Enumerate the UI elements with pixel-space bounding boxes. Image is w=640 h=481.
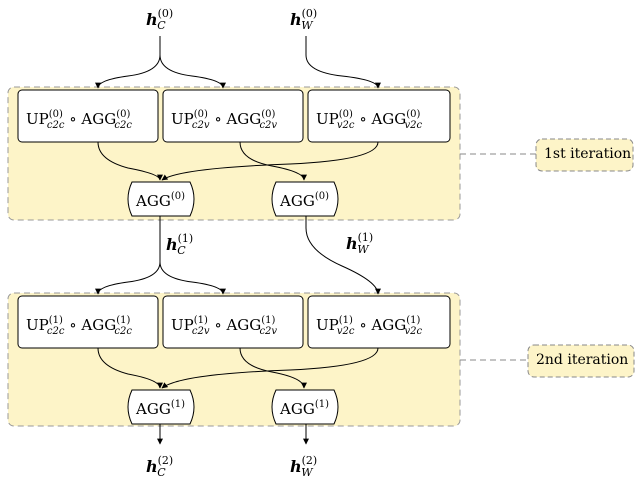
agg-node-2-c	[127, 389, 195, 425]
op-box-2-c2c	[17, 295, 159, 349]
op-box-1-v2c	[307, 89, 451, 143]
input-hw0: h(0)W	[290, 7, 318, 32]
edge-1-v2c-aggc	[161, 141, 379, 181]
iteration-1-label-box	[535, 138, 634, 172]
agg-node-1-c	[127, 181, 195, 217]
agg-2-w-label: AGG(1)	[280, 399, 329, 418]
edge-hw0-v2c	[305, 36, 381, 89]
edge-hc1-c2v	[159, 216, 226, 295]
edge-hc0-c2v	[159, 36, 226, 89]
agg-1-c-label: AGG(0)	[136, 191, 185, 210]
agg-node-1-w	[271, 181, 339, 217]
edge-1-c2c-aggc	[97, 141, 163, 181]
op-2-c2v-label: UP(1)c2v ∘ AGG(1)c2v	[171, 315, 278, 337]
edge-hc1-c2c	[95, 216, 161, 295]
output-hw2: h(2)W	[290, 454, 318, 479]
op-2-v2c-label: UP(1)v2c ∘ AGG(1)v2c	[316, 315, 423, 337]
output-hc1: h(1)C	[166, 232, 194, 257]
iteration-1-label: 1st iteration	[544, 146, 632, 162]
edge-2-c2v-aggw	[239, 347, 307, 389]
op-box-2-c2v	[162, 295, 304, 349]
op-1-v2c-label: UP(0)v2c ∘ AGG(0)v2c	[316, 109, 423, 131]
input-hc0: h(0)C	[146, 7, 174, 32]
edge-2-c2c-aggc	[97, 347, 163, 389]
op-1-c2v-label: UP(0)c2v ∘ AGG(0)c2v	[171, 109, 278, 131]
iteration-2-label: 2nd iteration	[536, 352, 629, 368]
edge-1-c2v-aggw	[239, 141, 307, 181]
op-2-c2c-label: UP(1)c2c ∘ AGG(1)c2c	[26, 315, 132, 337]
edge-hw1-v2c	[305, 216, 381, 295]
output-hc2: h(2)C	[146, 454, 174, 479]
edge-hc0-c2c	[95, 36, 161, 89]
edge-2-v2c-aggc	[161, 347, 379, 389]
agg-1-w-label: AGG(0)	[280, 191, 329, 210]
op-1-c2c-label: UP(0)c2c ∘ AGG(0)c2c	[26, 109, 132, 131]
op-box-1-c2c	[17, 89, 159, 143]
op-box-1-c2v	[162, 89, 304, 143]
iteration-2-label-box	[527, 344, 635, 378]
output-hw1: h(1)W	[346, 231, 374, 256]
op-box-2-v2c	[307, 295, 451, 349]
agg-2-c-label: AGG(1)	[136, 399, 185, 418]
agg-node-2-w	[271, 389, 339, 425]
